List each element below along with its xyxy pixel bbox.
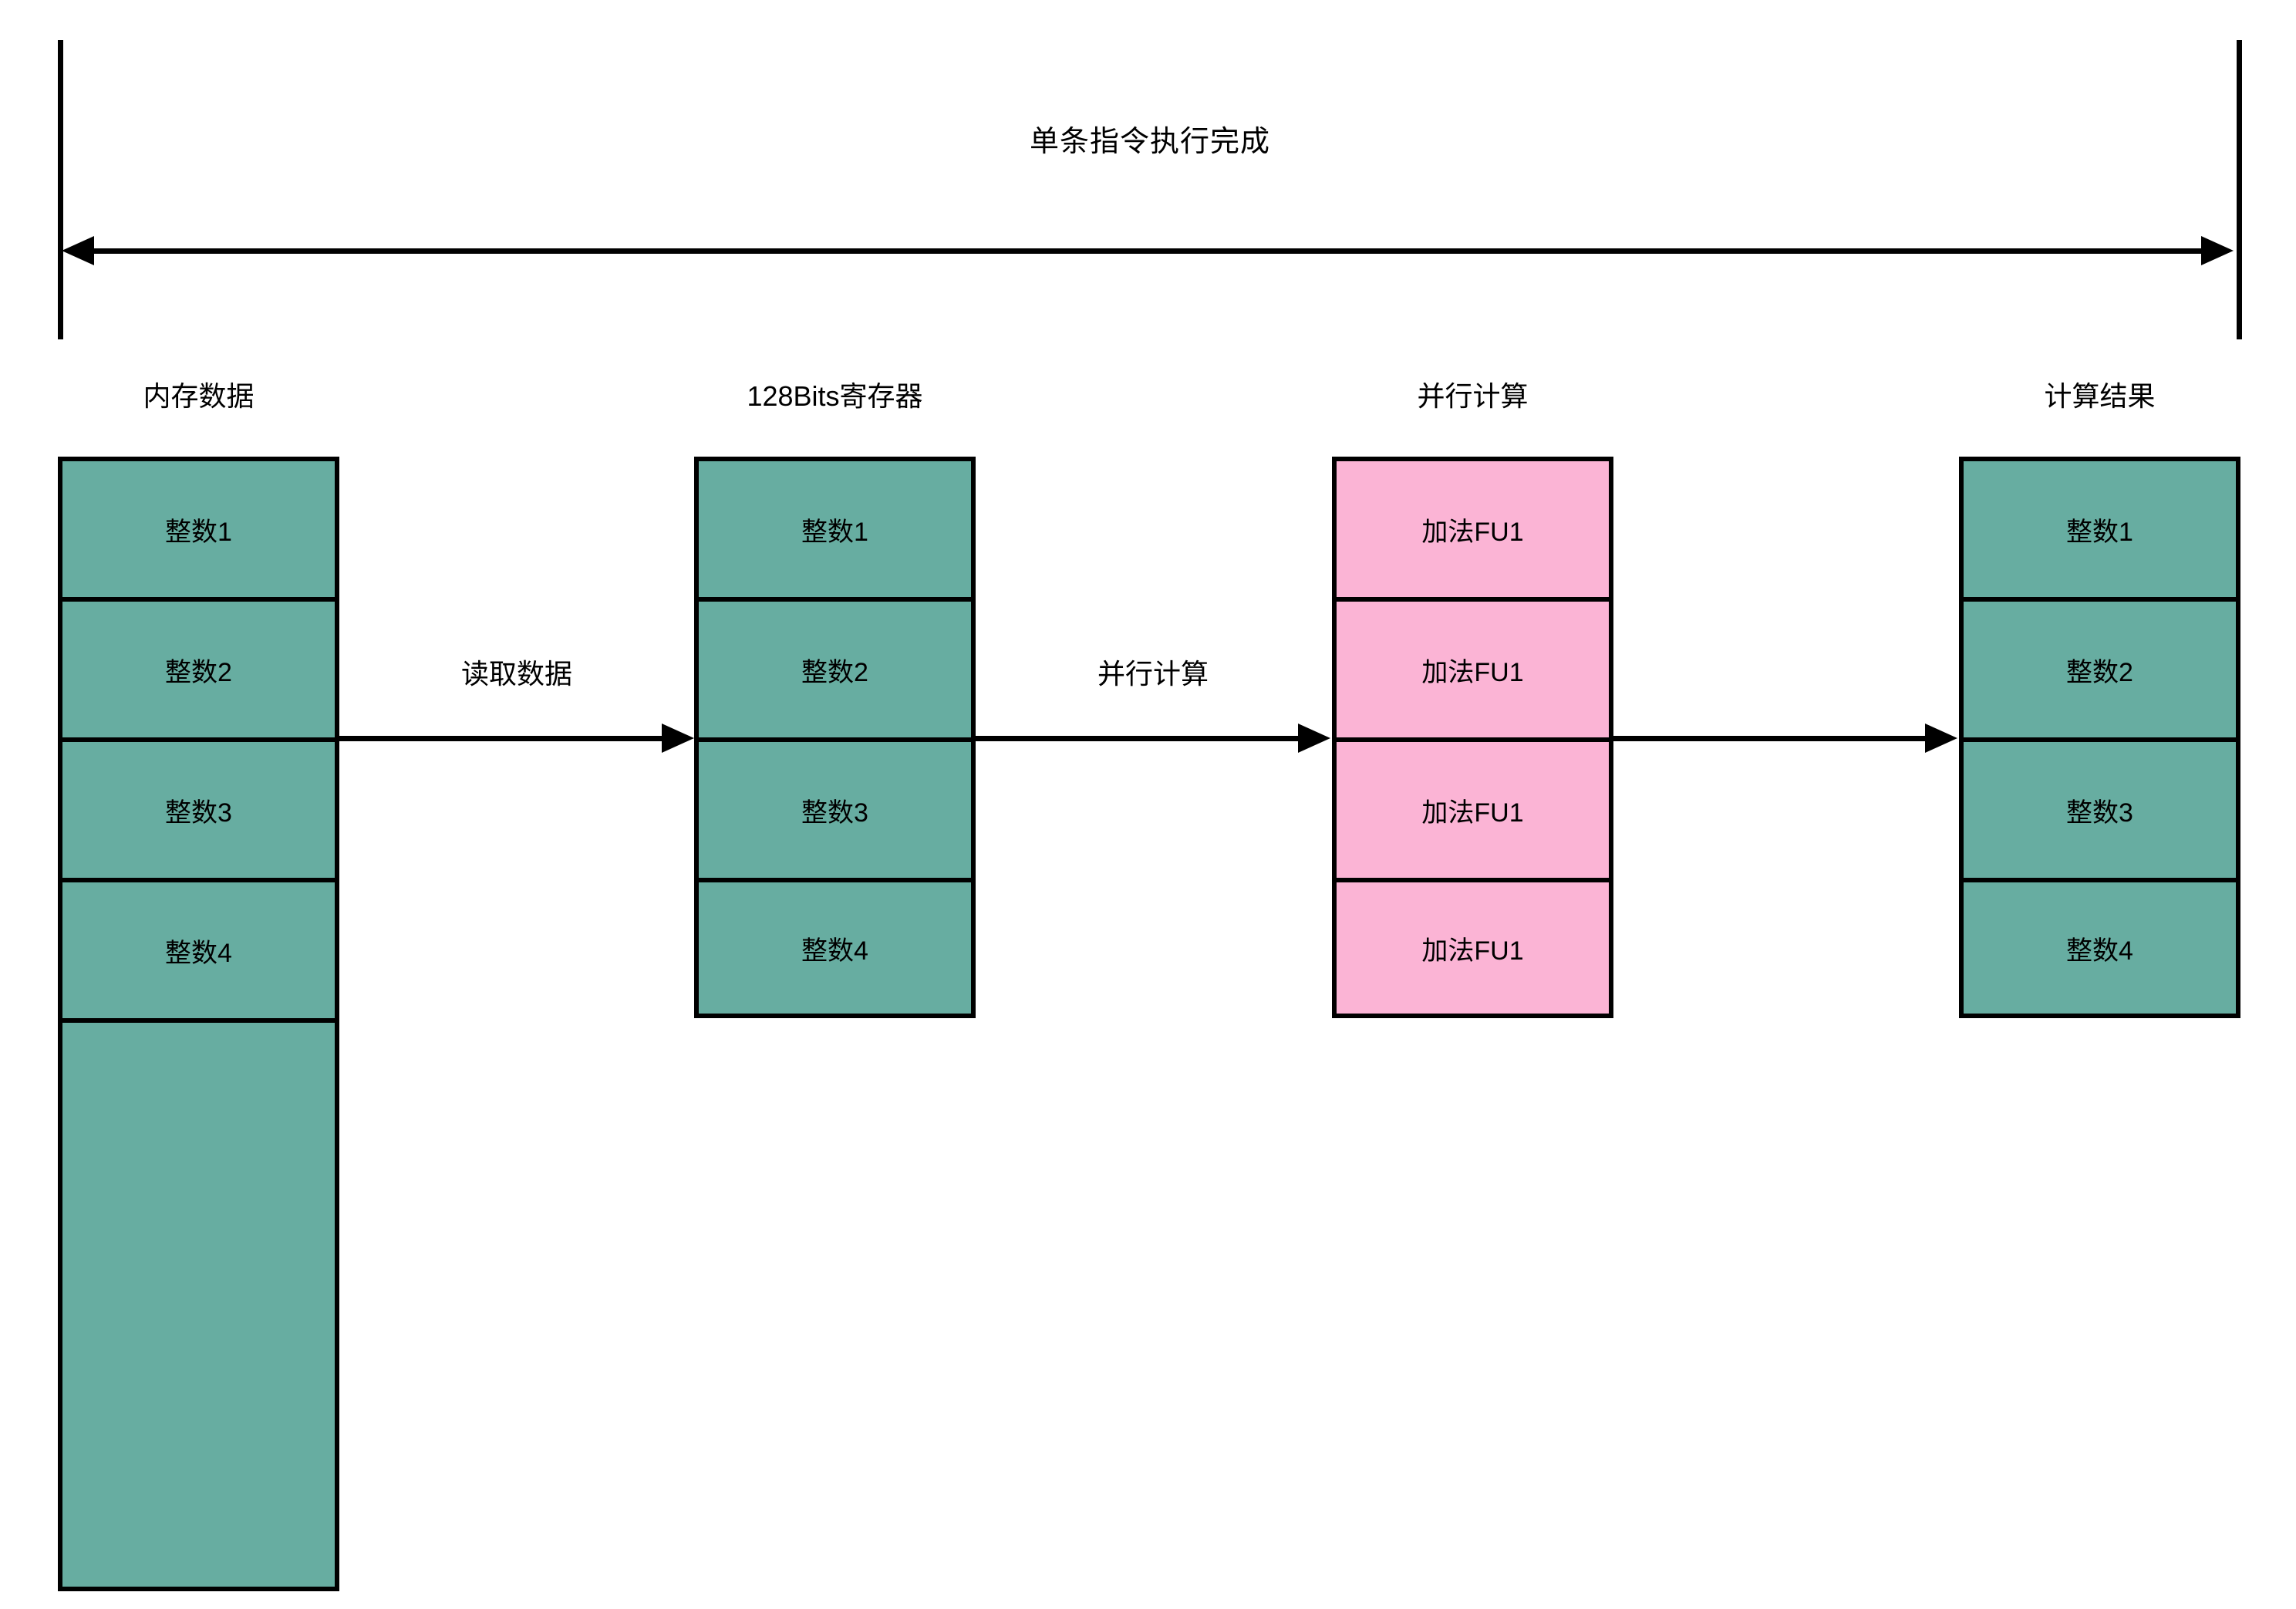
stack-result: 整数1 整数2 整数3 整数4 bbox=[1959, 457, 2240, 1018]
stack-memory: 整数1 整数2 整数3 整数4 bbox=[58, 457, 339, 1591]
cell-memory-3: 整数3 bbox=[62, 742, 335, 882]
column-header-result: 计算结果 bbox=[2044, 380, 2156, 412]
cell-register-2: 整数2 bbox=[699, 602, 971, 742]
cell-register-1: 整数1 bbox=[699, 461, 971, 602]
column-header-memory: 内存数据 bbox=[143, 380, 255, 412]
flow-line-register-to-compute bbox=[976, 736, 1300, 741]
flow-arrowhead-memory-to-register-icon bbox=[662, 724, 694, 753]
cell-memory-1: 整数1 bbox=[62, 461, 335, 602]
cell-memory-remainder bbox=[62, 1023, 335, 1587]
stack-register: 整数1 整数2 整数3 整数4 bbox=[694, 457, 976, 1018]
flow-arrowhead-register-to-compute-icon bbox=[1298, 724, 1330, 753]
flow-arrowhead-compute-to-result-icon bbox=[1925, 724, 1957, 753]
column-header-parallel-compute: 并行计算 bbox=[1417, 380, 1529, 412]
timeline-title: 单条指令执行完成 bbox=[1029, 126, 1270, 158]
cell-result-1: 整数1 bbox=[1964, 461, 2236, 602]
timeline-arrow-line bbox=[71, 248, 2224, 254]
cell-memory-4: 整数4 bbox=[62, 882, 335, 1023]
cell-result-3: 整数3 bbox=[1964, 742, 2236, 882]
flow-line-compute-to-result bbox=[1613, 736, 1927, 741]
cell-memory-2: 整数2 bbox=[62, 602, 335, 742]
cell-register-3: 整数3 bbox=[699, 742, 971, 882]
cell-register-4: 整数4 bbox=[699, 882, 971, 1014]
timeline-arrow-left-icon bbox=[62, 236, 94, 265]
column-header-register: 128Bits寄存器 bbox=[747, 380, 923, 412]
cell-result-2: 整数2 bbox=[1964, 602, 2236, 742]
cell-compute-4: 加法FU1 bbox=[1337, 882, 1609, 1014]
timeline-left-bar bbox=[58, 40, 63, 339]
flow-label-memory-to-register: 读取数据 bbox=[460, 658, 572, 690]
timeline-right-bar bbox=[2237, 40, 2242, 339]
cell-compute-3: 加法FU1 bbox=[1337, 742, 1609, 882]
flow-line-memory-to-register bbox=[339, 736, 663, 741]
cell-compute-2: 加法FU1 bbox=[1337, 602, 1609, 742]
stack-parallel-compute: 加法FU1 加法FU1 加法FU1 加法FU1 bbox=[1332, 457, 1613, 1018]
timeline-arrow-right-icon bbox=[2201, 236, 2234, 265]
flow-label-register-to-compute: 并行计算 bbox=[1097, 658, 1209, 690]
cell-result-4: 整数4 bbox=[1964, 882, 2236, 1014]
cell-compute-1: 加法FU1 bbox=[1337, 461, 1609, 602]
